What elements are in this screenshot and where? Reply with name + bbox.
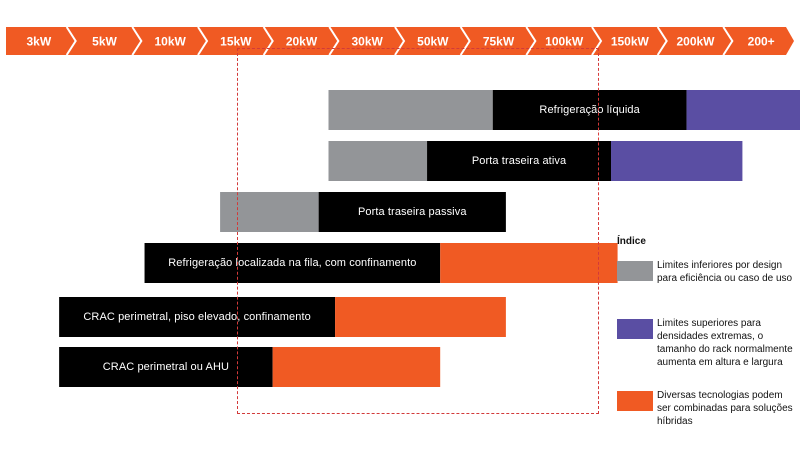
bar-label: Refrigeração localizada na fila, com con… [168,257,417,269]
bar-segment-gray [328,141,428,181]
bar-label: CRAC perimetral, piso elevado, confiname… [83,311,311,323]
scale-label: 30kW [351,35,383,49]
scale-chevron [131,26,143,56]
legend: Índice Limites inferiores por design par… [617,236,797,449]
bar-segment-orange [272,347,441,387]
scale-label: 50kW [417,35,449,49]
legend-text-lower-limits: Limites inferiores por design para efici… [657,260,793,284]
legend-item-hybrid: Diversas tecnologias podem ser combinada… [617,390,797,449]
scale-label: 150kW [611,35,650,49]
scale-chevron [65,26,77,56]
legend-item-upper-limits: Limites superiores para densidades extre… [617,318,797,391]
legend-text-upper-limits: Limites superiores para densidades extre… [657,318,793,368]
scale-label: 3kW [26,35,51,49]
power-scale-arrow: 3kW 5kW 10kW 15kW 20kW 30kW 50kW 75kW 100kW 150kW… [6,26,794,56]
bar-label: CRAC perimetral ou AHU [102,361,230,373]
scale-label: 15kW [220,35,252,49]
scale-chevron [722,26,734,56]
scale-label: 10kW [154,35,186,49]
legend-swatch-orange [617,391,653,411]
legend-swatch-gray [617,261,653,281]
scale-label: 75kW [483,35,515,49]
legend-item-lower-limits: Limites inferiores por design para efici… [617,260,797,319]
bar-segment-black [427,141,612,181]
bar-segment-purple [611,141,743,181]
scale-label: 200+ [748,35,775,49]
bar-label: Refrigeração líquida [539,104,640,116]
bar-label: Porta traseira ativa [471,155,567,167]
bar-segment-gray [220,192,319,232]
bar-segment-black [318,192,506,232]
scale-chevron [197,26,209,56]
scale-chevron [262,26,274,56]
scale-label: 20kW [286,35,318,49]
scale-chevron [459,26,471,56]
bar-segment-purple [686,90,800,130]
scale-chevron [656,26,668,56]
scale-label: 5kW [92,35,117,49]
bar-segment-black [144,243,441,283]
scale-chevron [525,26,537,56]
bar-segment-orange [335,297,506,337]
legend-swatch-purple [617,319,653,339]
legend-title: Índice [617,236,646,247]
bar-segment-gray [328,90,493,130]
bar-segment-black [492,90,687,130]
scale-chevron [591,26,603,56]
scale-chevron [328,26,340,56]
legend-text-hybrid: Diversas tecnologias podem ser combinada… [657,390,793,427]
bar-segment-orange [440,243,618,283]
bar-segment-black [59,297,336,337]
scale-chevron [394,26,406,56]
bar-label: Porta traseira passiva [357,206,467,218]
scale-label: 100kW [545,35,584,49]
scale-label: 200kW [676,35,715,49]
